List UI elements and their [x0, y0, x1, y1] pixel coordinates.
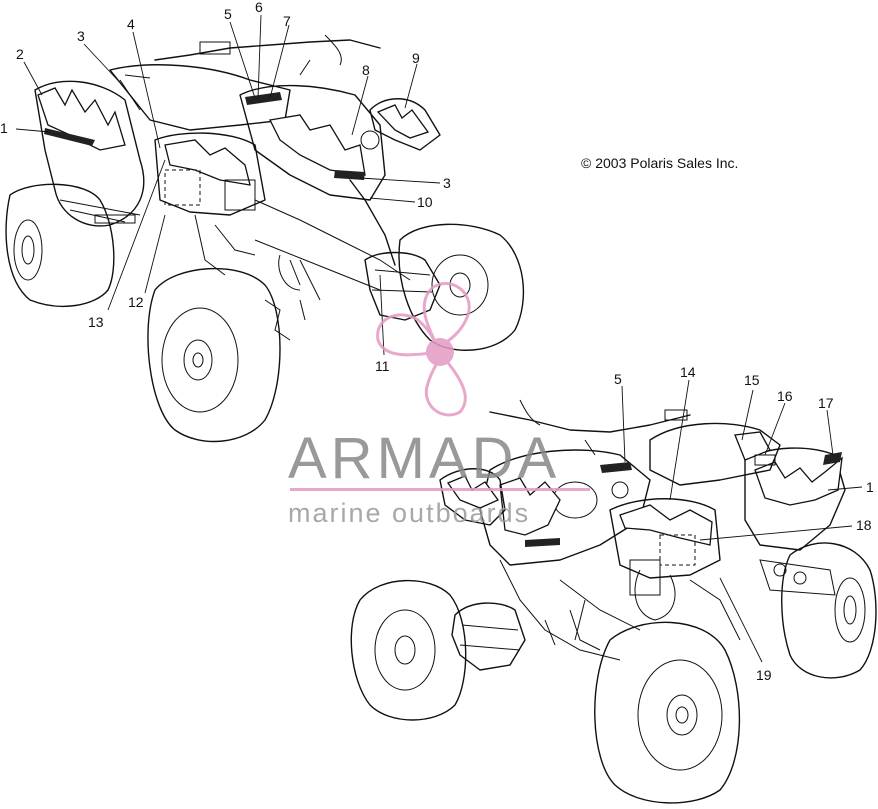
front-left-tire-right: [350, 579, 467, 721]
callouts-bottom: 5 14 15 16 17 1 18 19: [614, 364, 874, 683]
atv-front-right-view: [350, 399, 877, 804]
side-panel: [154, 132, 266, 216]
callout-bottom-19: 19: [756, 667, 772, 683]
front-right-fender: [369, 98, 441, 151]
side-panel-right: [609, 498, 721, 596]
front-right-tire-right: [594, 621, 741, 804]
front-right-tire: [398, 223, 525, 351]
callout-bottom-5: 5: [614, 371, 622, 387]
callout-top-4: 4: [127, 16, 135, 32]
callout-top-5: 5: [224, 6, 232, 22]
front-left-tire: [147, 267, 281, 443]
callout-bottom-15: 15: [744, 372, 760, 388]
callout-top-10: 10: [417, 194, 433, 210]
rear-left-tire: [5, 183, 115, 307]
callout-bottom-1: 1: [866, 479, 874, 495]
callout-top-3a: 3: [77, 28, 85, 44]
callout-top-6: 6: [255, 0, 263, 15]
callout-top-1: 1: [0, 120, 8, 136]
callout-top-7: 7: [283, 13, 291, 29]
callout-top-11: 11: [375, 358, 390, 374]
callout-top-9: 9: [412, 50, 420, 66]
callout-top-12: 12: [128, 294, 144, 310]
watermark-divider: [290, 488, 590, 491]
callout-bottom-14: 14: [680, 364, 696, 380]
front-hood: [239, 84, 386, 201]
rear-fender: [34, 80, 145, 227]
armada-watermark: ARMADA marine outboards: [288, 282, 590, 528]
callouts-top: 1 2 3 4 5 6 7 8 9 3 10 11 12 13: [0, 0, 451, 374]
callout-top-2: 2: [16, 46, 24, 62]
watermark-tagline: marine outboards: [288, 498, 530, 528]
rear-fender-right: [744, 447, 846, 596]
watermark-name: ARMADA: [288, 426, 560, 491]
copyright-text: © 2003 Polaris Sales Inc.: [581, 155, 738, 171]
callout-top-8: 8: [362, 62, 370, 78]
callout-bottom-18: 18: [856, 517, 872, 533]
front-hood-right: [479, 449, 651, 566]
front-left-fender-right: [439, 468, 506, 526]
atv-front-left-view: [5, 34, 525, 443]
callout-bottom-16: 16: [777, 388, 793, 404]
callout-top-3b: 3: [443, 175, 451, 191]
rear-right-tire: [781, 542, 877, 679]
propeller-logo-icon: [376, 282, 471, 417]
callout-bottom-17: 17: [818, 395, 834, 411]
callout-top-13: 13: [88, 314, 104, 330]
